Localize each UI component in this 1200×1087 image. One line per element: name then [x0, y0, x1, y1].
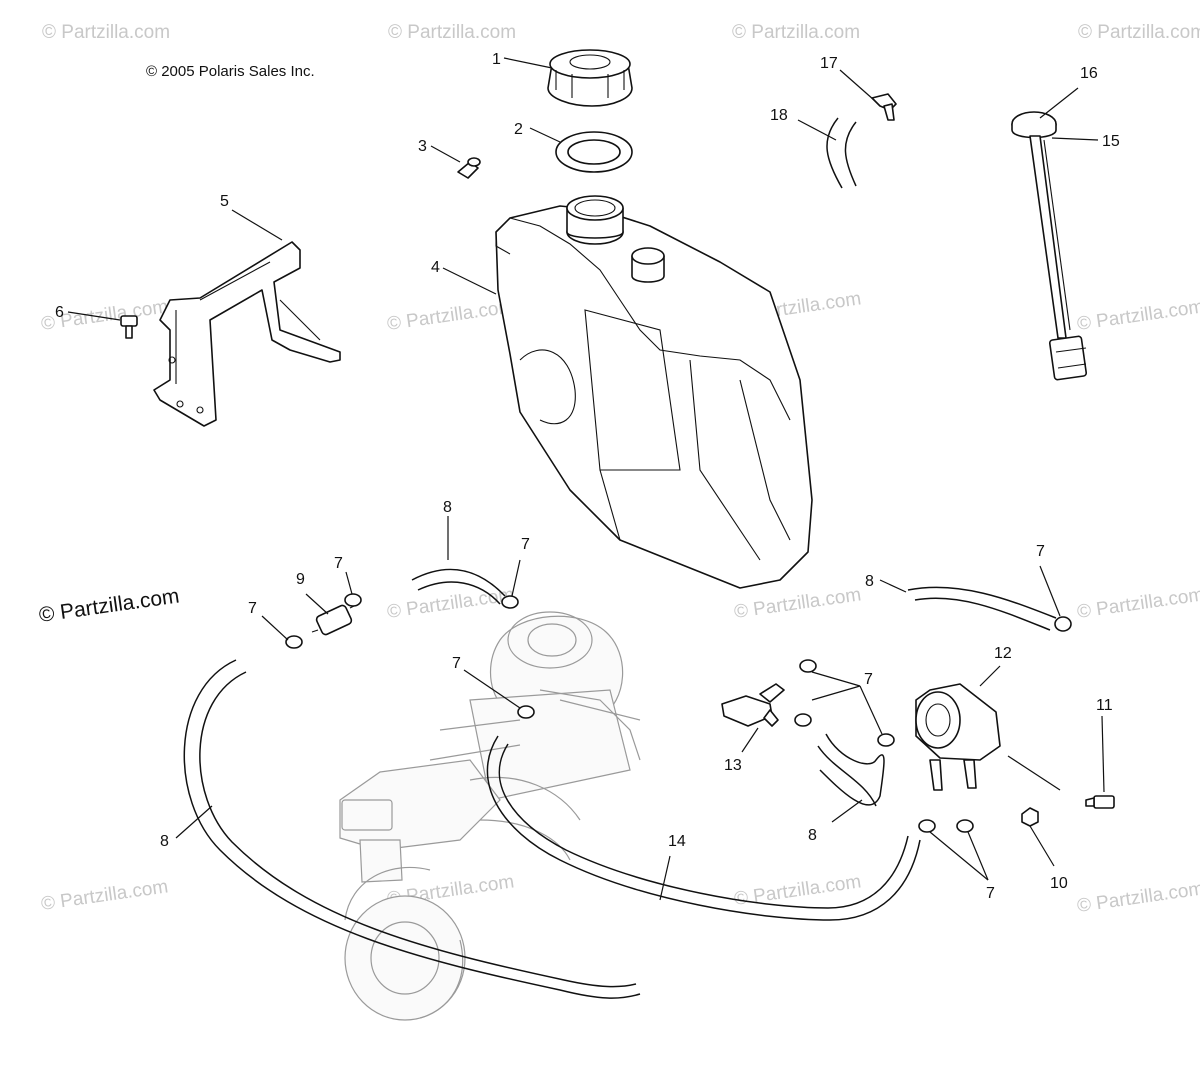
- callout-5: 5: [220, 193, 229, 210]
- clamp: [517, 705, 535, 719]
- pump-nut: [1021, 807, 1039, 827]
- callout-7c: 7: [521, 536, 530, 553]
- callout-4: 4: [431, 259, 440, 276]
- clamp: [956, 819, 974, 833]
- watermark: © Partzilla.com: [42, 22, 170, 43]
- fuel-cap-gasket: [555, 131, 633, 173]
- callout-8b: 8: [865, 573, 874, 590]
- clamp: [285, 635, 303, 649]
- bracket-bolt: [120, 315, 138, 339]
- watermark: © Partzilla.com: [732, 22, 860, 43]
- callout-7b: 7: [334, 555, 343, 572]
- callout-7f: 7: [864, 671, 873, 688]
- watermark: © Partzilla.com: [1078, 22, 1200, 43]
- watermark: © Partzilla.com: [1076, 296, 1200, 335]
- fuel-pump: [915, 683, 1001, 791]
- callout-3: 3: [418, 138, 427, 155]
- callout-1: 1: [492, 51, 501, 68]
- watermark: © Partzilla.com: [733, 871, 863, 910]
- callout-15: 15: [1102, 133, 1120, 150]
- watermark: © Partzilla.com: [386, 584, 516, 623]
- callout-12: 12: [994, 645, 1012, 662]
- callout-11: 11: [1096, 697, 1113, 714]
- fuel-cap: [547, 49, 633, 107]
- callout-7e: 7: [1036, 543, 1045, 560]
- fuel-hoses: [183, 568, 1057, 999]
- callout-16: 16: [1080, 65, 1098, 82]
- mounting-screw: [457, 157, 481, 179]
- clamp: [344, 593, 362, 607]
- callout-9: 9: [296, 571, 305, 588]
- clamp: [1054, 616, 1072, 632]
- watermark: © Partzilla.com: [388, 22, 516, 43]
- long-fuel-hose: [486, 735, 921, 921]
- callout-8c: 8: [808, 827, 817, 844]
- callout-7a: 7: [248, 600, 257, 617]
- callout-7g: 7: [986, 885, 995, 902]
- clamp: [794, 713, 812, 727]
- watermark: © Partzilla.com: [1076, 878, 1200, 917]
- hose-clamps: [285, 593, 1072, 833]
- inline-fuel-filter: [311, 603, 359, 636]
- callout-8a: 8: [443, 499, 452, 516]
- callout-14: 14: [668, 833, 686, 850]
- watermark: © Partzilla.com: [733, 584, 863, 623]
- callout-labels: 1 2 3 4 5 6 7 7 7 7 7 7 7 8 8 8 8 9 10 1…: [55, 51, 1120, 902]
- fuel-tank: [495, 195, 813, 589]
- clamp: [877, 733, 895, 747]
- callout-2: 2: [514, 121, 523, 138]
- callout-13: 13: [724, 757, 742, 774]
- callout-7d: 7: [452, 655, 461, 672]
- callout-17: 17: [820, 55, 838, 72]
- clamp: [918, 819, 936, 833]
- pump-bolt: [1085, 795, 1115, 809]
- copyright-notice: © 2005 Polaris Sales Inc.: [146, 63, 315, 80]
- callout-18: 18: [770, 107, 788, 124]
- engine-background-illustration: [339, 611, 641, 1021]
- clamp: [799, 659, 817, 673]
- callout-10: 10: [1050, 875, 1068, 892]
- leader-lines: [67, 57, 1105, 901]
- watermark: © Partzilla.com: [386, 296, 516, 335]
- fuel-gauge-sender: [1011, 111, 1088, 381]
- clamp: [501, 595, 519, 609]
- tank-mounting-bracket: [153, 241, 341, 427]
- watermark: © Partzilla.com: [40, 876, 170, 915]
- fuel-shutoff-valve: [721, 683, 785, 727]
- callout-8d: 8: [160, 833, 169, 850]
- vent-hose: [826, 117, 857, 189]
- watermark: © Partzilla.com: [1076, 584, 1200, 623]
- callout-6: 6: [55, 304, 64, 321]
- elbow-fitting: [871, 93, 897, 121]
- partzilla-brand-mark: © Partzilla.com: [37, 584, 180, 626]
